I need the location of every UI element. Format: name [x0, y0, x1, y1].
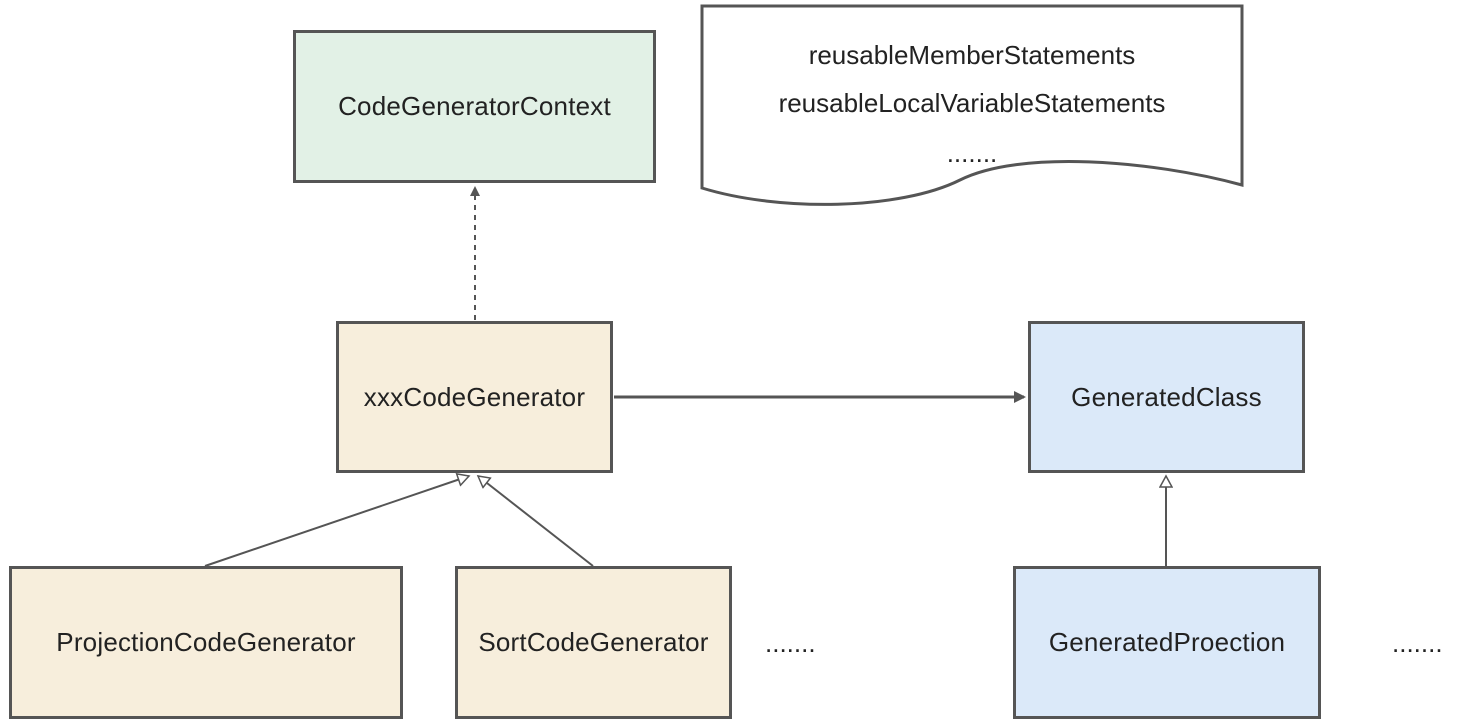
note-shape — [700, 4, 1244, 206]
sort-code-generator-label: SortCodeGenerator — [478, 627, 709, 657]
xxx-code-generator-box: xxxCodeGenerator — [336, 321, 613, 473]
generated-class-label: GeneratedClass — [1071, 381, 1262, 412]
code-generator-context-label: CodeGeneratorContext — [338, 91, 611, 121]
note-ellipsis: ....... — [946, 138, 998, 168]
note-line: reusableLocalVariableStatements — [778, 88, 1166, 118]
projection-code-generator-box: ProjectionCodeGenerator — [9, 566, 403, 719]
note-line: reusableMemberStatements — [808, 40, 1136, 70]
more-generated-ellipsis: ....... — [1392, 628, 1443, 658]
generated-proection-label: GeneratedProection — [1048, 627, 1286, 657]
inheritance-arrow-projection — [204, 476, 469, 567]
projection-code-generator-label: ProjectionCodeGenerator — [56, 627, 356, 657]
generated-class-box: GeneratedClass — [1028, 321, 1305, 473]
code-generator-context-box: CodeGeneratorContext — [293, 30, 656, 183]
generated-proection-box: GeneratedProection — [1013, 566, 1321, 719]
sort-code-generator-box: SortCodeGenerator — [455, 566, 732, 719]
inheritance-arrow-sort — [478, 476, 594, 567]
xxx-code-generator-label: xxxCodeGenerator — [363, 381, 586, 412]
more-generators-ellipsis: ....... — [765, 628, 816, 658]
